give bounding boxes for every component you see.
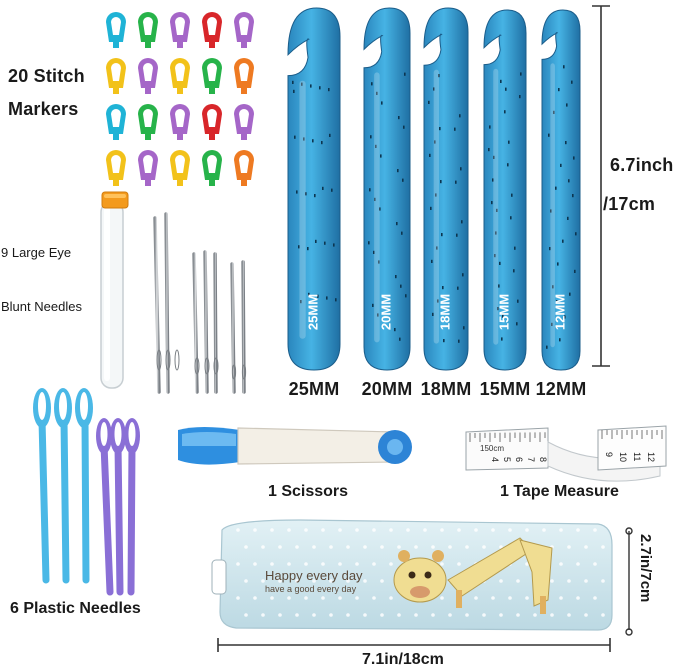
giraffe-icon — [393, 537, 553, 614]
tape-measure — [465, 425, 667, 482]
tape-number: 7 — [526, 457, 536, 462]
case-width-label: 7.1in/18cm — [362, 651, 444, 668]
scissors-label: 1 Scissors — [268, 483, 349, 500]
hook-height-dimension — [592, 5, 610, 367]
stitch-marker — [202, 150, 222, 186]
hook-size-print: 15MM — [496, 294, 511, 330]
plastic-needles — [33, 388, 140, 596]
stitch-marker — [106, 58, 126, 94]
hook-size-print: 25MM — [305, 294, 320, 330]
hook-height-label-line1: 6.7inch — [610, 155, 674, 175]
tape-print-left: 150cm — [480, 444, 505, 453]
tape-measure-label: 1 Tape Measure — [500, 483, 619, 500]
scissors — [178, 427, 412, 465]
stitch-marker — [234, 150, 254, 186]
tape-number: 10 — [618, 452, 628, 462]
stitch-marker — [106, 12, 126, 48]
tape-number: 8 — [538, 457, 548, 462]
case-width-dimension — [217, 638, 611, 652]
tape-number: 6 — [514, 457, 524, 462]
stitch-markers — [106, 12, 254, 186]
case-height-dimension — [625, 527, 633, 636]
stitch-marker — [106, 104, 126, 140]
tape-number: 5 — [502, 457, 512, 462]
stitch-marker — [106, 150, 126, 186]
stitch-marker — [170, 12, 190, 48]
plastic-needles-label: 6 Plastic Needles — [10, 600, 141, 617]
crochet-hook: 25MM — [287, 7, 341, 371]
stitch-marker — [170, 58, 190, 94]
hook-caption: 15MM — [479, 379, 531, 399]
hook-size-print: 20MM — [378, 294, 393, 330]
stitch-markers-label-line2: Markers — [8, 99, 79, 119]
tape-number: 11 — [632, 452, 642, 461]
hook-caption: 12MM — [535, 379, 587, 399]
stitch-marker — [202, 104, 222, 140]
crochet-hook: 12MM — [541, 9, 581, 371]
hook-caption: 25MM — [288, 379, 340, 399]
stitch-marker — [138, 58, 158, 94]
hook-caption: 18MM — [420, 379, 472, 399]
needles-label-line1: 9 Large Eye — [1, 245, 72, 260]
crochet-hooks: 25MM 20MM 18MM 15MM 12MM — [287, 7, 581, 371]
needle-tube — [100, 191, 129, 389]
case-height-label: 2.7in/7cm — [637, 534, 654, 603]
needles-label-line2: Blunt Needles — [1, 299, 82, 314]
stitch-marker — [170, 150, 190, 186]
case-print-line1: Happy every day — [265, 568, 363, 583]
crochet-hook: 20MM — [363, 7, 411, 371]
stitch-marker — [138, 150, 158, 186]
hook-height-label-line2: /17cm — [603, 194, 656, 214]
tape-number: 4 — [490, 457, 500, 462]
tape-number: 9 — [604, 452, 614, 457]
crochet-hook: 15MM — [483, 9, 527, 371]
stitch-marker — [234, 104, 254, 140]
hook-size-print: 12MM — [552, 294, 567, 330]
stitch-marker — [138, 12, 158, 48]
hook-caption: 20MM — [361, 379, 413, 399]
stitch-marker — [202, 58, 222, 94]
metal-needles — [153, 212, 247, 394]
pencil-case — [211, 519, 613, 631]
stitch-marker — [234, 12, 254, 48]
stitch-marker — [170, 104, 190, 140]
tape-number: 12 — [646, 452, 656, 462]
stitch-marker — [202, 12, 222, 48]
case-print-line2: have a good every day — [265, 584, 357, 594]
stitch-marker — [138, 104, 158, 140]
hook-size-print: 18MM — [437, 294, 452, 330]
crochet-hook: 18MM — [423, 7, 469, 371]
stitch-markers-label-line1: 20 Stitch — [8, 66, 85, 86]
stitch-marker — [234, 58, 254, 94]
